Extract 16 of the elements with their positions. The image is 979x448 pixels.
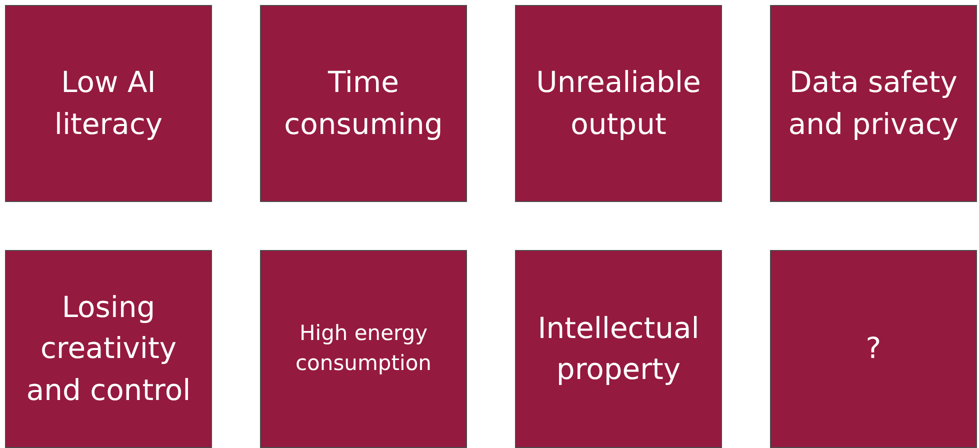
box-label: Data safety and privacy xyxy=(787,64,960,142)
box-label: Time consuming xyxy=(283,64,444,142)
box-label: Low AI literacy xyxy=(53,64,164,142)
category-box xyxy=(260,250,467,448)
category-box xyxy=(5,5,212,202)
category-box xyxy=(5,250,212,448)
box-label: Losing creativity and control xyxy=(25,289,192,409)
category-box xyxy=(260,5,467,202)
category-box xyxy=(770,250,977,448)
box-label: ? xyxy=(864,330,882,368)
box-label: High energy consumption xyxy=(294,320,432,377)
box-label: Intellectual property xyxy=(536,310,700,388)
box-label: Unrealiable output xyxy=(535,64,702,142)
category-box xyxy=(515,5,722,202)
category-box xyxy=(770,5,977,202)
category-box xyxy=(515,250,722,448)
